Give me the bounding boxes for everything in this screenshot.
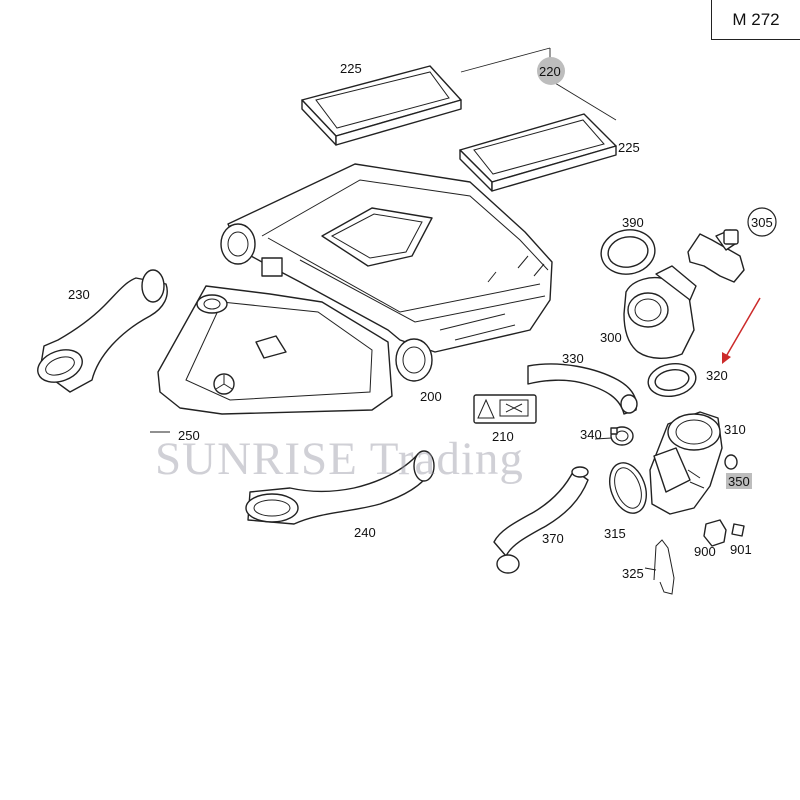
part-label-370: 370 xyxy=(542,531,564,546)
part-label-225-left: 225 xyxy=(340,61,362,76)
part-label-330: 330 xyxy=(562,351,584,366)
part-label-901: 901 xyxy=(730,542,752,557)
filter-callout-leaders xyxy=(460,47,617,121)
part-label-900: 900 xyxy=(694,544,716,559)
part-label-210: 210 xyxy=(492,429,514,444)
clamp-ring-315 xyxy=(609,462,647,514)
model-code-box: M 272 xyxy=(711,0,800,40)
air-intake-duct-240 xyxy=(245,450,435,525)
part-label-310: 310 xyxy=(724,422,746,437)
air-filter-housing xyxy=(220,163,553,382)
callout-highlight-220 xyxy=(537,57,565,85)
part-label-350: 350 xyxy=(728,474,750,489)
air-mass-housing-300 xyxy=(623,265,697,359)
air-intake-duct-230 xyxy=(37,269,168,393)
air-filter-element-right xyxy=(459,113,617,192)
air-filter-element-left xyxy=(301,65,462,146)
intake-housing-310 xyxy=(649,411,723,515)
callout-highlight-305 xyxy=(747,207,777,237)
part-label-390: 390 xyxy=(622,215,644,230)
engine-cover xyxy=(157,285,393,415)
seal-ring-390 xyxy=(600,229,656,275)
part-label-340: 340 xyxy=(580,427,602,442)
gasket-325 xyxy=(653,539,675,595)
red-pointer-arrow xyxy=(722,297,761,364)
part-label-320: 320 xyxy=(706,368,728,383)
warning-label-plate xyxy=(473,394,537,424)
label-leaders xyxy=(150,431,657,571)
part-label-300: 300 xyxy=(600,330,622,345)
part-label-305: 305 xyxy=(751,215,773,230)
seal-ring-320 xyxy=(647,363,697,397)
connector-900 xyxy=(703,519,727,547)
part-label-220: 220 xyxy=(539,64,561,79)
part-label-225-right: 225 xyxy=(618,140,640,155)
part-label-230: 230 xyxy=(68,287,90,302)
part-label-240: 240 xyxy=(354,525,376,540)
plug-901 xyxy=(731,523,745,537)
breather-hose-330 xyxy=(527,363,638,415)
watermark-text: SUNRISE Trading xyxy=(155,433,524,485)
hose-clamp-340 xyxy=(610,426,634,446)
breather-hose-370 xyxy=(493,466,589,574)
air-mass-sensor-305 xyxy=(687,229,745,283)
part-label-315: 315 xyxy=(604,526,626,541)
plug-350 xyxy=(724,454,738,470)
part-label-325: 325 xyxy=(622,566,644,581)
part-label-250: 250 xyxy=(178,428,200,443)
callout-highlight-350 xyxy=(726,473,752,489)
part-label-200: 200 xyxy=(420,389,442,404)
